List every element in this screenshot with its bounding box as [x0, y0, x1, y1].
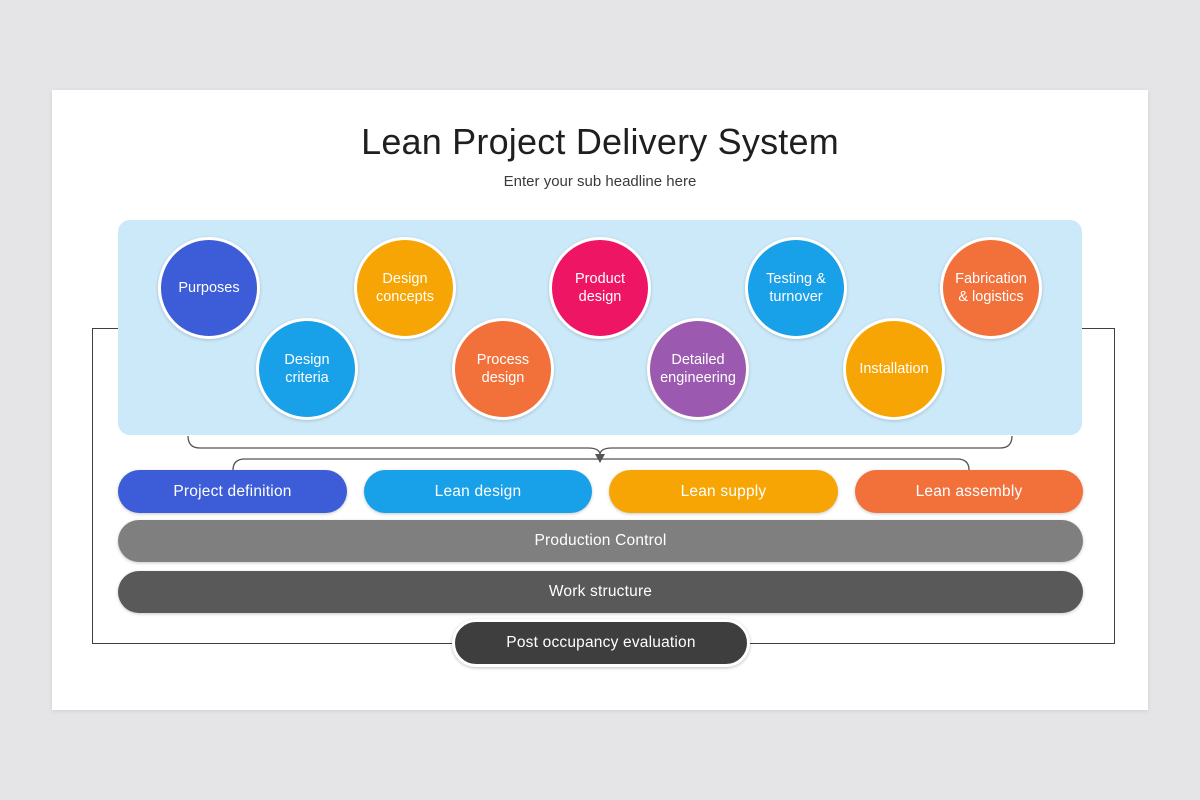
phase-circle-purposes[interactable]: Purposes [158, 237, 260, 339]
phase-circle-testing-turnover[interactable]: Testing & turnover [745, 237, 847, 339]
stage-pill-project-definition[interactable]: Project definition [118, 470, 347, 513]
presentation-slide: Lean Project Delivery System Enter your … [52, 90, 1148, 710]
phase-circle-fabrication-logistics[interactable]: Fabrication & logistics [940, 237, 1042, 339]
stage-pill-lean-assembly[interactable]: Lean assembly [855, 470, 1083, 513]
stage-pill-lean-supply[interactable]: Lean supply [609, 470, 838, 513]
phase-circle-design-concepts[interactable]: Design concepts [354, 237, 456, 339]
phase-circle-design-criteria[interactable]: Design criteria [256, 318, 358, 420]
phase-circle-installation[interactable]: Installation [843, 318, 945, 420]
bar-work-structure[interactable]: Work structure [118, 571, 1083, 613]
stage-pill-lean-design[interactable]: Lean design [364, 470, 592, 513]
phase-circle-product-design[interactable]: Product design [549, 237, 651, 339]
slide-subtitle: Enter your sub headline here [503, 173, 697, 190]
phase-circle-detailed-engineering[interactable]: Detailed engineering [647, 318, 749, 420]
bar-production-control[interactable]: Production Control [118, 520, 1083, 562]
slide-title: Lean Project Delivery System [361, 121, 839, 162]
phase-circle-process-design[interactable]: Process design [452, 318, 554, 420]
footer-pill-post-occupancy-evaluation[interactable]: Post occupancy evaluation [452, 619, 750, 667]
